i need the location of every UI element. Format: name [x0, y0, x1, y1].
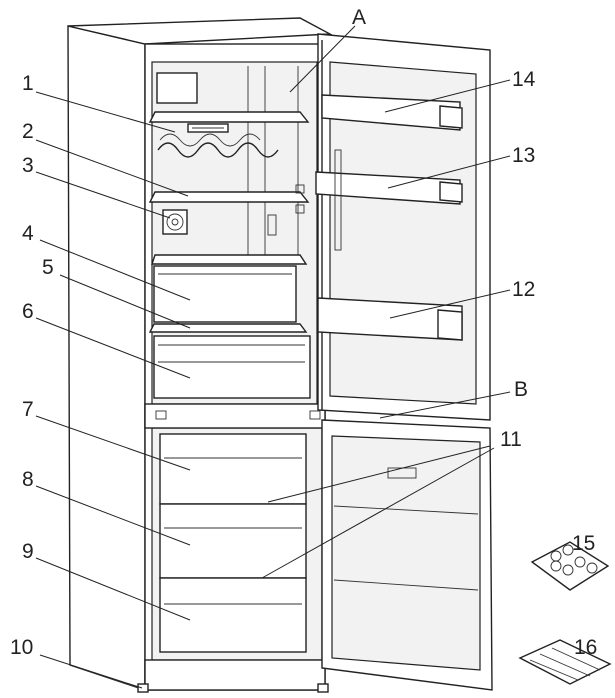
callout-2: 2: [22, 120, 34, 143]
freezer-drawer-middle: [159, 503, 307, 579]
fresh-zone-drawer: [153, 335, 311, 399]
divider-panel: [144, 403, 326, 429]
callout-labels: 1 2 3 4 5 6 7 8 9 10 11 12 13 14 15 16 A…: [10, 6, 597, 659]
callout-1: 1: [22, 72, 34, 95]
leader-11b: [261, 447, 495, 579]
callout-16: 16: [574, 636, 597, 659]
leader-B: [379, 391, 511, 419]
leader-lines: [35, 25, 511, 689]
callout-7: 7: [22, 398, 34, 421]
callout-13: 13: [512, 144, 535, 167]
callout-3: 3: [22, 154, 34, 177]
front-foot-left: [137, 683, 149, 693]
plinth: [144, 659, 326, 691]
leader-9: [35, 557, 191, 621]
freezer-interior: [159, 433, 307, 653]
callout-6: 6: [22, 300, 34, 323]
leader-5: [59, 274, 191, 329]
freezer-door: [321, 419, 493, 691]
callout-8: 8: [22, 468, 34, 491]
leader-10: [39, 654, 143, 689]
callout-5: 5: [42, 256, 54, 279]
leader-2: [35, 139, 189, 197]
leader-6: [35, 317, 191, 379]
leader-8: [35, 485, 191, 546]
glass-shelf-1: [148, 111, 310, 123]
leader-1: [35, 91, 176, 133]
crisper-cover-shelf: [148, 323, 308, 333]
front-foot-right: [317, 683, 329, 693]
callout-B: B: [514, 378, 528, 401]
crisper-drawer: [153, 265, 297, 323]
freezer-drawer-bottom: [159, 577, 307, 653]
bottle-rack: [157, 142, 279, 158]
leader-4: [39, 239, 191, 301]
leader-3: [35, 171, 171, 219]
control-box: [156, 72, 198, 104]
glass-shelf-2: [148, 191, 310, 203]
glass-shelf-3: [151, 254, 308, 265]
freezer-drawer-top: [159, 433, 307, 505]
egg-tray: [530, 541, 610, 591]
callout-12: 12: [512, 278, 535, 301]
leader-14: [384, 79, 511, 113]
door-shelf-top: [321, 94, 461, 131]
leader-11a: [267, 445, 491, 503]
callout-11: 11: [500, 428, 522, 451]
leader-A: [289, 25, 356, 93]
ice-cube-tray: [518, 639, 612, 685]
callout-10: 10: [10, 636, 33, 659]
leader-13: [387, 155, 511, 189]
callout-A: A: [352, 6, 366, 29]
callout-15: 15: [572, 532, 595, 555]
callout-4: 4: [22, 222, 34, 245]
fridge-door: [315, 33, 491, 421]
callout-9: 9: [22, 540, 34, 563]
leader-7: [35, 415, 191, 471]
fridge-interior: [148, 66, 311, 399]
leader-12: [389, 289, 511, 319]
callout-14: 14: [512, 68, 536, 91]
